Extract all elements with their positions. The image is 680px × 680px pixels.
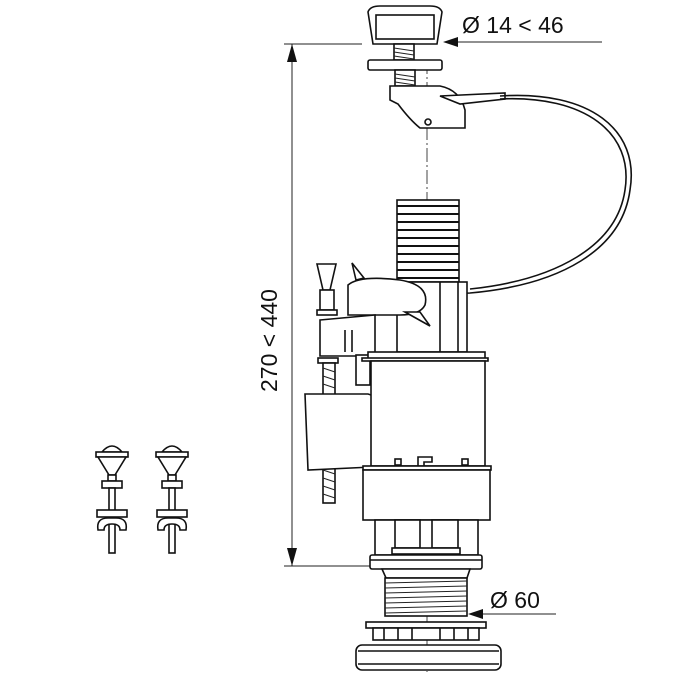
threaded-outlet (355, 577, 502, 671)
push-button (367, 5, 443, 87)
fixing-bolt (95, 445, 129, 554)
height-dimension-label: 270 < 440 (256, 289, 282, 392)
cable (435, 94, 633, 296)
height-dimension (284, 43, 372, 567)
height-scale-column (396, 199, 468, 353)
valve-body (361, 351, 492, 579)
button-diameter-dimension (443, 37, 602, 47)
button-diameter-label: Ø 14 < 46 (462, 12, 564, 38)
outlet-diameter-dimension (468, 609, 556, 619)
outlet-diameter-label: Ø 60 (490, 587, 540, 613)
fixing-bolt (155, 445, 189, 554)
cable-lever (389, 85, 506, 129)
fill-valve-mechanism (304, 262, 431, 504)
